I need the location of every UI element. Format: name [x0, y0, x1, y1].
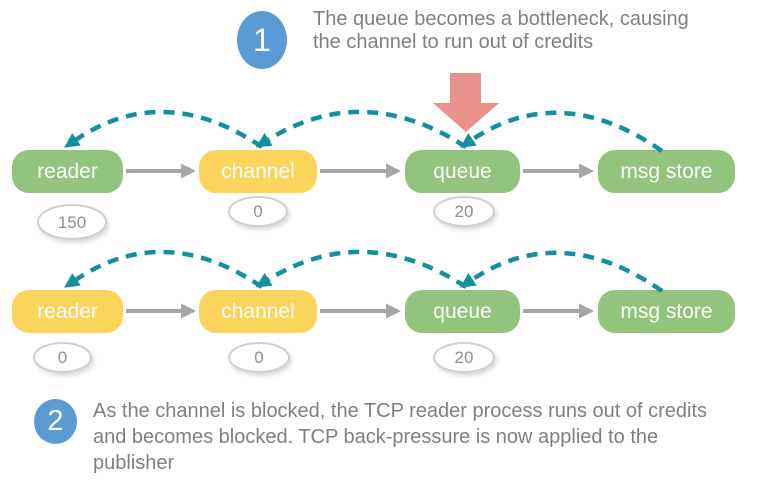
node-reader-row1-label: reader [37, 160, 98, 183]
step-2-text-line-1: As the channel is blocked, the TCP reade… [93, 400, 708, 422]
credit-arc-queue-to-channel-row1 [255, 109, 468, 149]
node-reader-row2-label: reader [37, 300, 98, 323]
credit-count-channel-row1: 0 [228, 196, 288, 227]
step-1-number: 1 [253, 22, 271, 58]
credit-arc-channel-to-reader-row1 [64, 109, 264, 149]
credit-count-queue-row1: 20 [433, 196, 495, 227]
node-queue-row2-label: queue [433, 300, 492, 323]
node-reader-row2: reader [12, 290, 123, 333]
credit-count-reader-row1: 150 [37, 204, 107, 240]
node-queue-row1: queue [405, 150, 520, 193]
node-queue-row1-label: queue [433, 160, 492, 183]
credit-count-queue-row2: 20 [433, 342, 495, 373]
node-queue-row2: queue [405, 290, 520, 333]
credit-count-queue-row1-value: 20 [454, 202, 474, 221]
step-2-text-line-2: and becomes blocked. TCP back-pressure i… [93, 426, 659, 448]
node-msgstore-row1: msg store [598, 150, 735, 193]
step-2-text-line-3: publisher [93, 452, 175, 474]
credit-arc-channel-to-reader-row2 [64, 249, 264, 289]
step-2-text: As the channel is blocked, the TCP reade… [93, 398, 707, 476]
node-msgstore-row2-label: msg store [620, 300, 713, 323]
step-1-text: The queue becomes a bottleneck, causing … [313, 8, 689, 54]
step-1-badge: 1 [237, 11, 287, 69]
node-channel-row1-label: channel [221, 160, 295, 183]
credit-count-reader-row1-value: 150 [57, 212, 87, 232]
step-1-text-line-2: the channel to run out of credits [313, 31, 594, 53]
bottleneck-arrow-icon [433, 73, 499, 132]
node-channel-row1: channel [199, 150, 317, 193]
node-msgstore-row1-label: msg store [620, 160, 713, 183]
credit-count-reader-row2-value: 0 [57, 348, 68, 367]
credit-count-reader-row2: 0 [33, 342, 92, 373]
credit-count-queue-row2-value: 20 [454, 348, 474, 367]
step-1-text-line-1: The queue becomes a bottleneck, causing [313, 8, 689, 30]
credit-count-channel-row1-value: 0 [253, 202, 263, 221]
node-msgstore-row2: msg store [598, 290, 735, 333]
credit-count-channel-row2: 0 [228, 342, 290, 373]
node-channel-row2-label: channel [221, 300, 295, 323]
credit-arc-queue-to-channel-row2 [255, 249, 468, 289]
node-channel-row2: channel [199, 290, 317, 333]
step-2-badge: 2 [34, 399, 77, 444]
node-reader-row1: reader [12, 150, 123, 193]
credit-arc-msgstore-to-queue-row1 [460, 110, 664, 153]
credit-count-channel-row2-value: 0 [254, 348, 264, 367]
credit-arc-msgstore-to-queue-row2 [460, 250, 664, 293]
step-2-number: 2 [47, 405, 64, 437]
